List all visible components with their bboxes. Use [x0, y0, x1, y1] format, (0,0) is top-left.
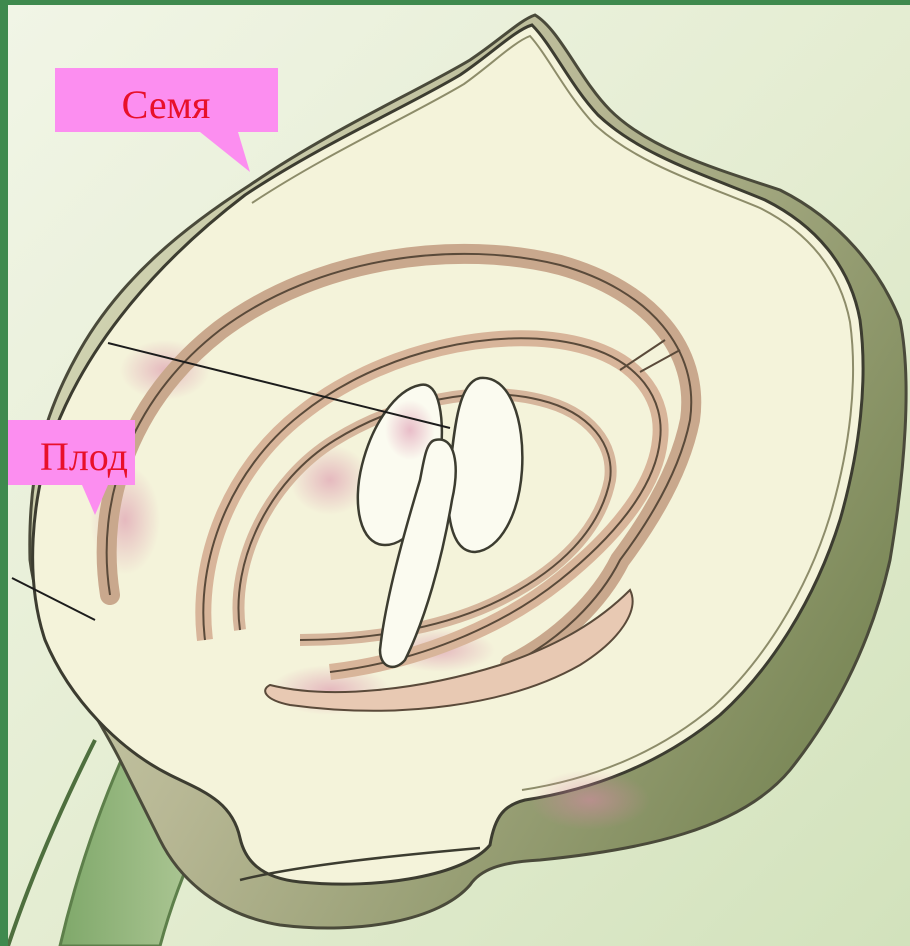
- seed-cross-section-illustration: Семя Плод: [8, 5, 910, 946]
- blush-spot: [385, 400, 435, 460]
- seed-label: Семя: [122, 82, 211, 127]
- fruit-label: Плод: [40, 434, 128, 479]
- blush-spot: [530, 770, 650, 830]
